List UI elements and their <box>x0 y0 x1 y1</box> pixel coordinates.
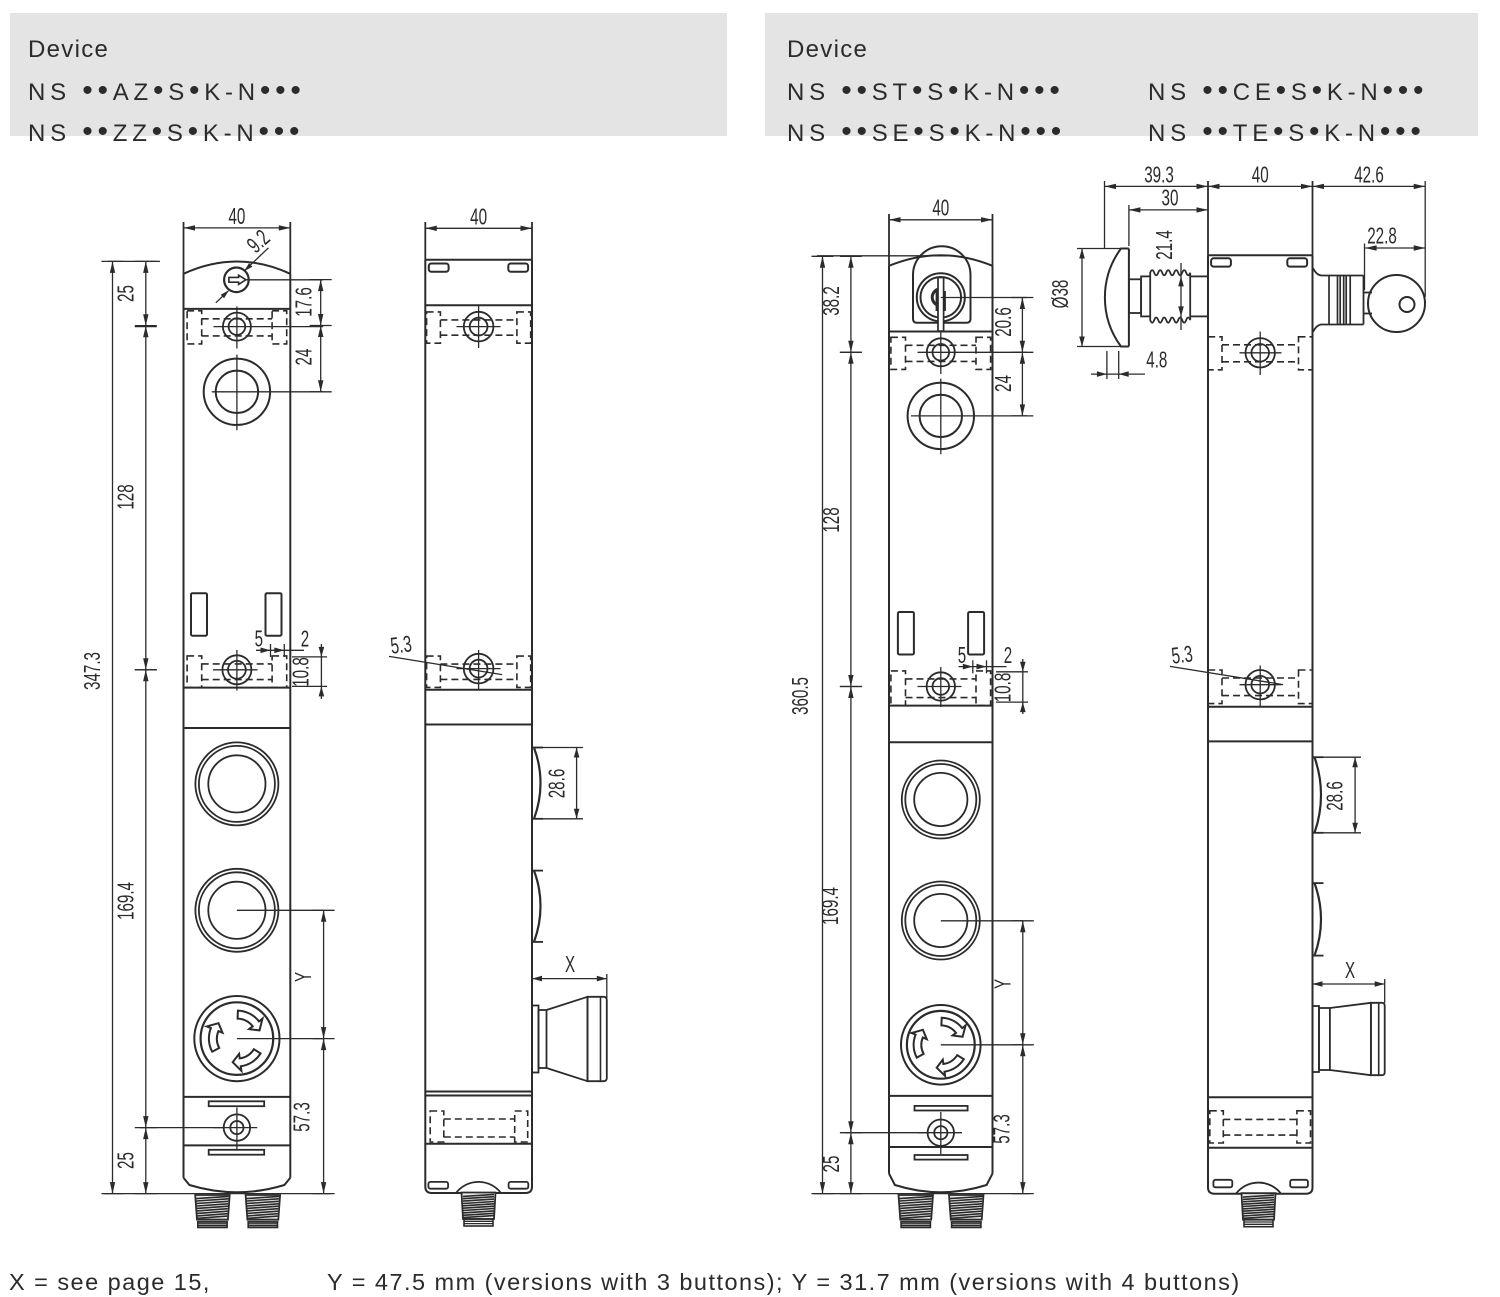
svg-text:40: 40 <box>470 204 487 230</box>
svg-text:21.4: 21.4 <box>1151 230 1177 260</box>
svg-text:10.8: 10.8 <box>990 673 1016 703</box>
svg-text:28.6: 28.6 <box>1322 781 1348 811</box>
svg-text:5.3: 5.3 <box>389 630 413 658</box>
svg-text:X: X <box>1345 957 1355 983</box>
svg-text:Ø38: Ø38 <box>1047 280 1073 309</box>
svg-text:25: 25 <box>818 1156 844 1173</box>
svg-text:39.3: 39.3 <box>1144 162 1174 188</box>
svg-text:5.3: 5.3 <box>1170 640 1194 668</box>
svg-text:4.8: 4.8 <box>1146 347 1167 373</box>
svg-text:40: 40 <box>932 195 949 221</box>
svg-text:40: 40 <box>228 203 245 229</box>
svg-text:17.6: 17.6 <box>290 287 316 317</box>
svg-text:24: 24 <box>990 375 1016 392</box>
svg-text:30: 30 <box>1162 185 1179 211</box>
svg-text:Y: Y <box>290 972 316 982</box>
svg-text:28.6: 28.6 <box>544 769 570 799</box>
svg-text:360.5: 360.5 <box>787 677 813 715</box>
svg-text:169.4: 169.4 <box>817 887 843 925</box>
svg-text:10.8: 10.8 <box>288 657 314 687</box>
svg-text:Y: Y <box>990 979 1016 989</box>
svg-text:2: 2 <box>301 626 309 652</box>
svg-text:22.8: 22.8 <box>1367 223 1397 249</box>
svg-text:169.4: 169.4 <box>113 882 139 920</box>
svg-text:9.2: 9.2 <box>242 224 275 257</box>
svg-text:57.3: 57.3 <box>289 1102 315 1132</box>
svg-text:57.3: 57.3 <box>989 1114 1015 1144</box>
svg-text:X: X <box>565 951 575 977</box>
svg-text:5: 5 <box>255 626 263 652</box>
svg-text:24: 24 <box>291 348 317 365</box>
svg-text:25: 25 <box>113 285 139 302</box>
svg-text:5: 5 <box>958 642 966 668</box>
svg-text:42.6: 42.6 <box>1354 162 1384 188</box>
svg-text:347.3: 347.3 <box>79 652 105 690</box>
svg-text:2: 2 <box>1004 642 1012 668</box>
svg-text:40: 40 <box>1252 162 1269 188</box>
svg-text:20.6: 20.6 <box>990 307 1016 337</box>
svg-text:128: 128 <box>113 484 139 509</box>
svg-text:25: 25 <box>113 1152 139 1169</box>
